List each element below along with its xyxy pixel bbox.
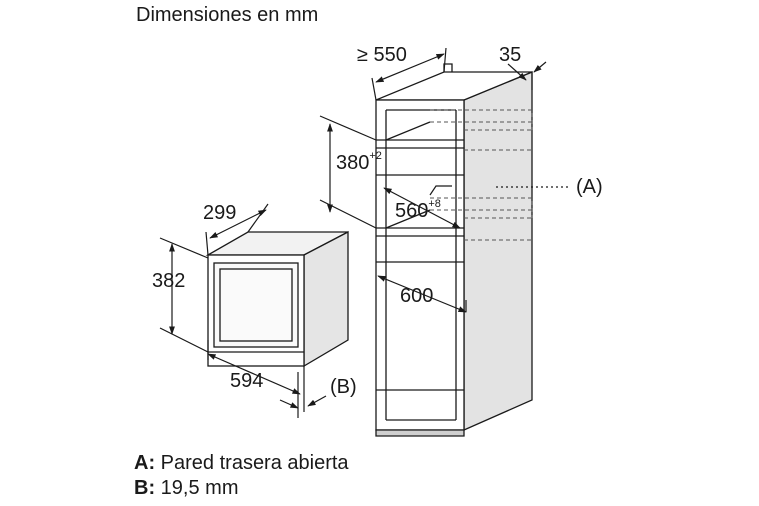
callout-a: (A)	[576, 176, 603, 198]
dim-side-offset: 35	[499, 44, 522, 66]
legend-item-a: A: Pared trasera abierta	[134, 451, 349, 476]
appliance-drawing	[205, 230, 349, 368]
dim-appliance-depth: 299	[203, 202, 237, 224]
legend-key-b: B:	[134, 477, 156, 499]
legend-text-a: Pared trasera abierta	[160, 452, 349, 474]
legend: A: Pared trasera abierta B: 19,5 mm	[134, 451, 349, 501]
dimension-lines	[159, 47, 547, 418]
legend-text-b: 19,5 mm	[160, 477, 239, 499]
dim-niche-height: 380+2	[336, 150, 382, 174]
dim-cabinet-inner-width: 600	[400, 285, 434, 307]
dim-appliance-width: 594	[230, 370, 264, 392]
page-title: Dimensiones en mm	[136, 4, 319, 26]
dim-niche-height-value: 380	[336, 152, 370, 174]
dim-cabinet-depth: ≥ 550	[357, 44, 407, 66]
dim-niche-width-value: 560	[395, 200, 429, 222]
tall-cabinet	[375, 63, 533, 437]
open-back-hidden-lines	[430, 109, 533, 241]
dim-niche-width-tolerance: +8	[428, 198, 441, 210]
legend-key-a: A:	[134, 452, 156, 474]
legend-item-b: B: 19,5 mm	[134, 476, 349, 501]
dim-appliance-height: 382	[152, 270, 186, 292]
callout-b: (B)	[330, 376, 357, 398]
dim-niche-width: 560+8	[395, 198, 441, 222]
dim-niche-height-tolerance: +2	[369, 150, 382, 162]
